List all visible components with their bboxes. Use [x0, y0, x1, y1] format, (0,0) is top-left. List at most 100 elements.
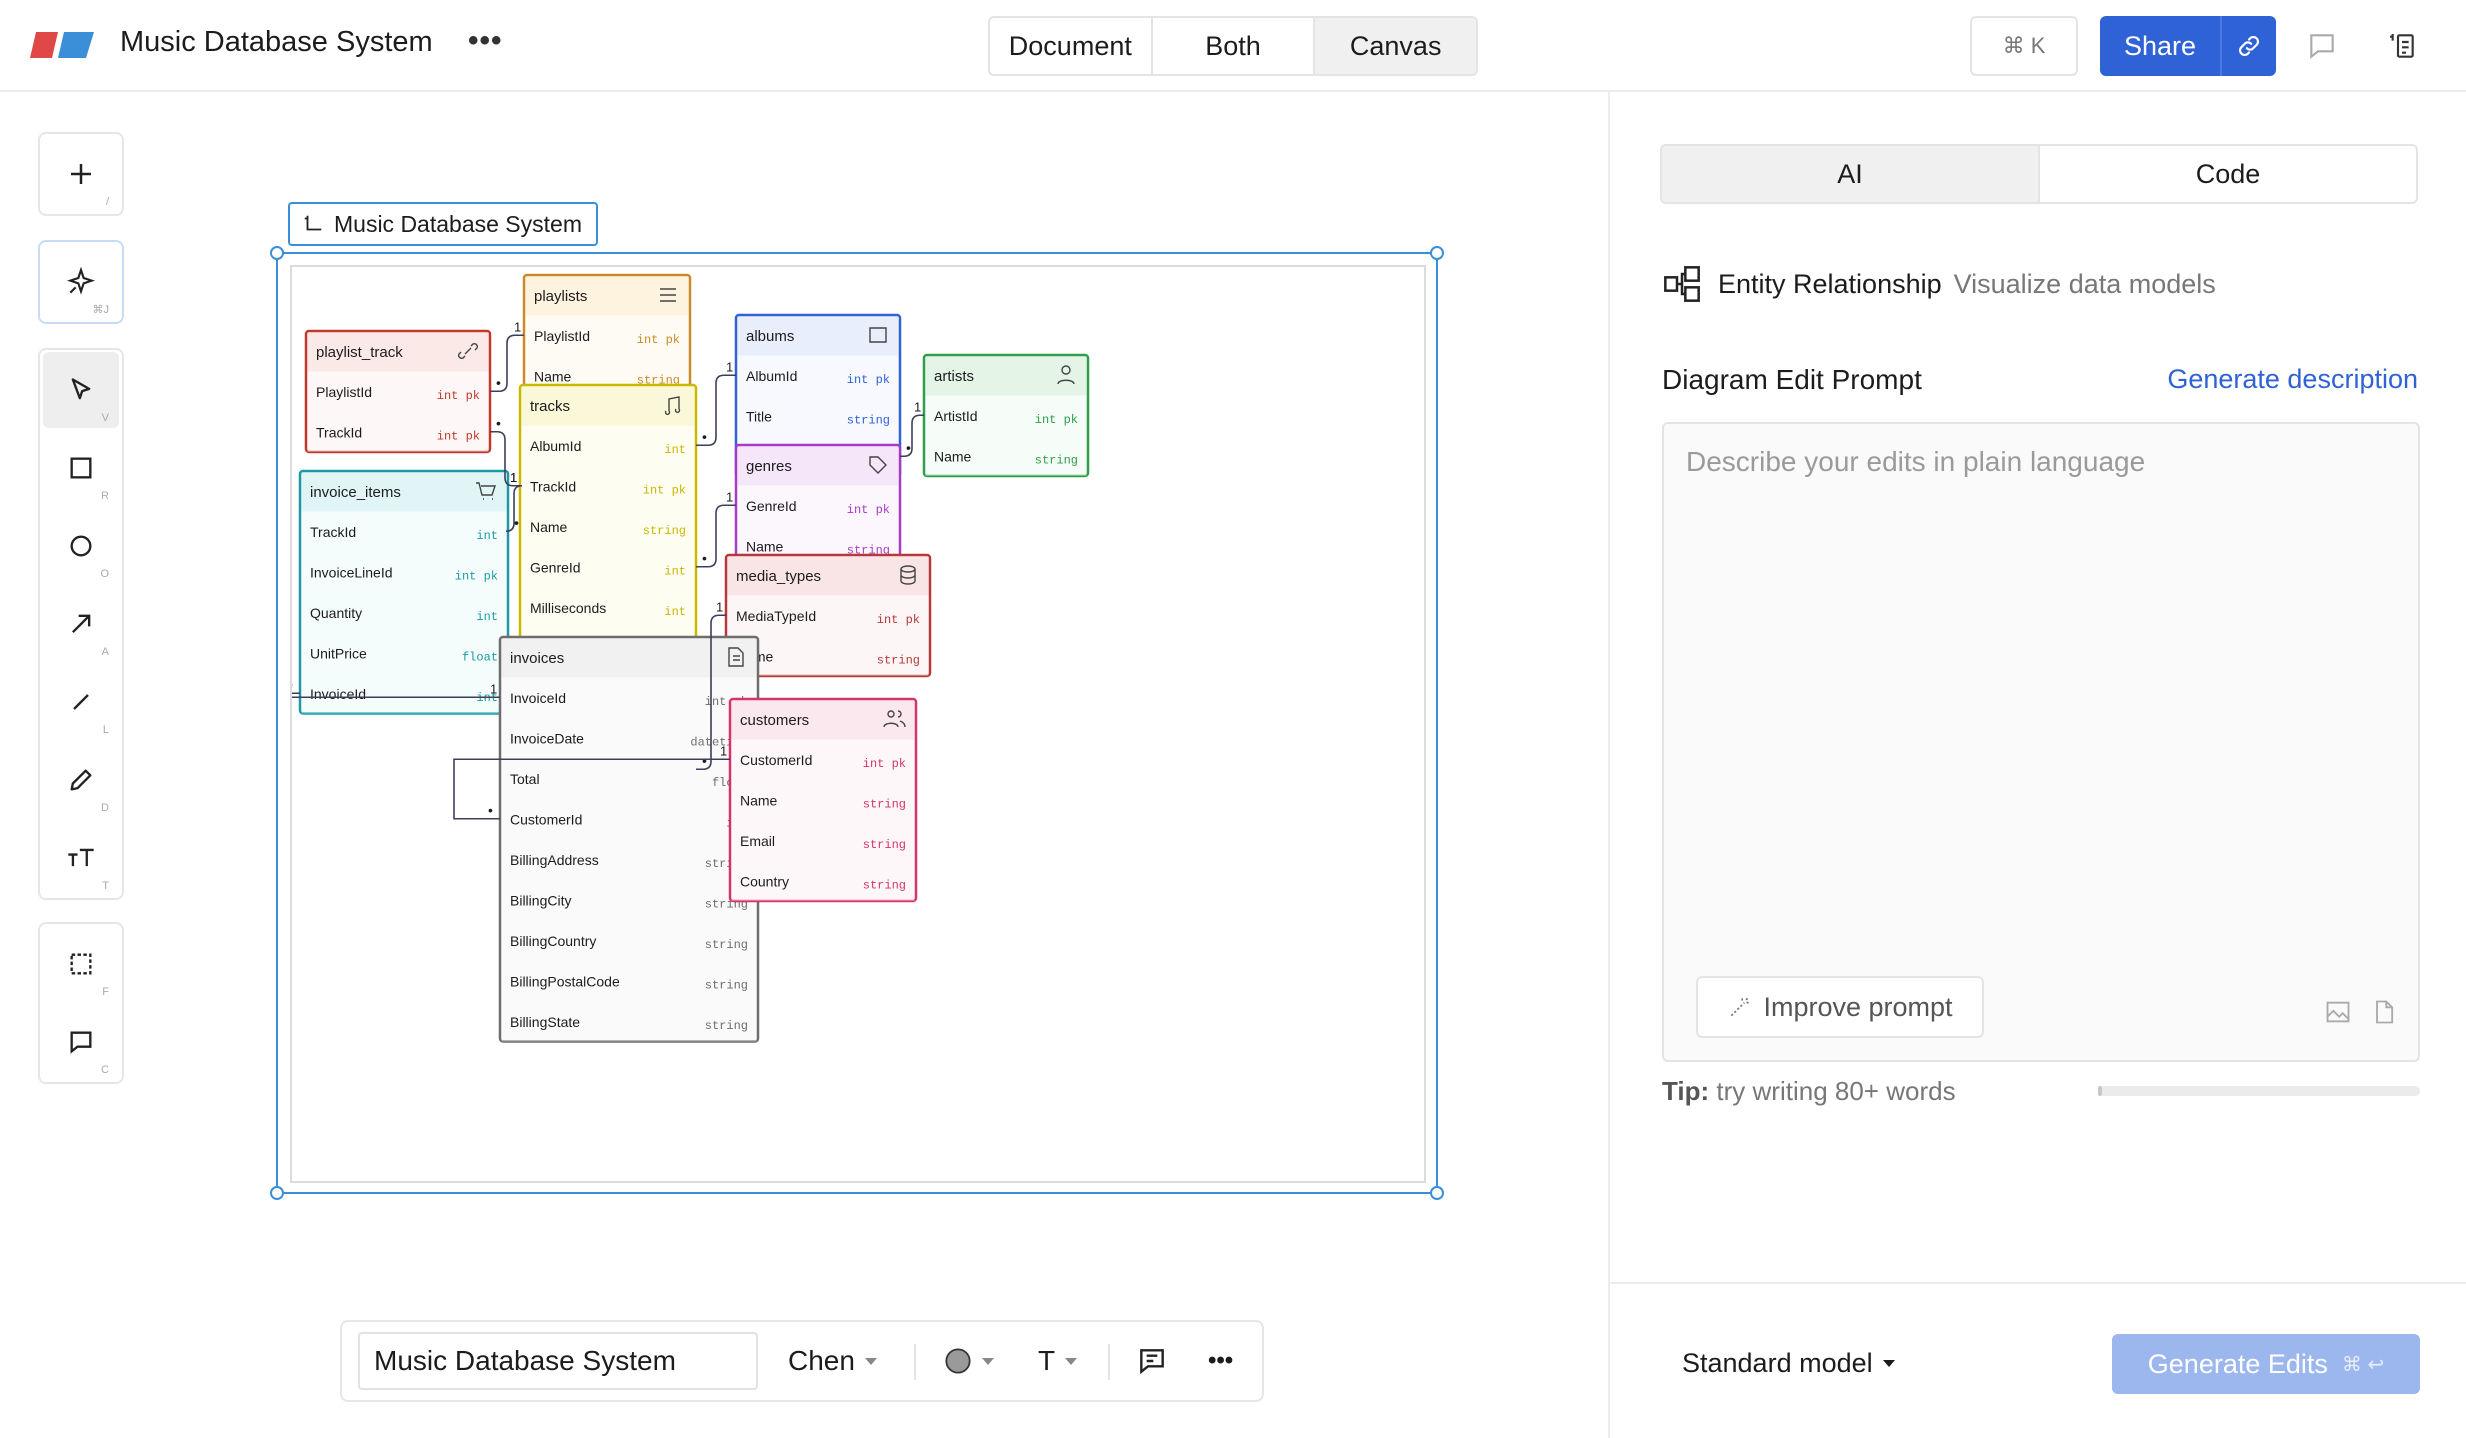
command-palette-button[interactable]: ⌘ K — [1970, 16, 2078, 76]
more-icon[interactable]: ••• — [1208, 1347, 1234, 1374]
ellipse-tool[interactable]: O — [43, 508, 119, 584]
field-name: BillingState — [510, 1014, 580, 1030]
generate-edits-button[interactable]: Generate Edits ⌘ ↩ — [2112, 1334, 2420, 1394]
chevron-down-icon — [982, 1357, 994, 1365]
comment-tool[interactable]: C — [43, 1004, 119, 1080]
share-button[interactable]: Share — [2100, 16, 2276, 76]
prompt-heading: Diagram Edit Prompt — [1662, 364, 1922, 395]
field-row — [521, 506, 695, 547]
table-name: artists — [934, 368, 974, 385]
field-name: BillingCity — [510, 893, 571, 909]
cardinality-one: 1 — [726, 489, 733, 504]
ai-button[interactable]: ⌘J — [43, 244, 119, 320]
field-row — [501, 960, 757, 1001]
field-name: InvoiceId — [310, 686, 366, 702]
relation-line — [696, 614, 726, 771]
rectangle-tool[interactable]: R — [43, 430, 119, 506]
outline-icon[interactable] — [2380, 24, 2424, 68]
resize-handle-ne[interactable] — [1430, 246, 1444, 260]
cardinality-many: • — [906, 439, 911, 455]
select-tool[interactable]: V — [43, 352, 119, 428]
notation-label: Chen — [788, 1345, 855, 1376]
text-style-dropdown[interactable]: T — [1038, 1332, 1078, 1390]
table-header — [727, 556, 929, 596]
field-name: Email — [740, 833, 775, 849]
field-name: Name — [530, 519, 568, 535]
field-row — [501, 879, 757, 920]
generate-description-link[interactable]: Generate description — [2167, 364, 2418, 394]
cardinality-many: • — [702, 550, 707, 566]
tab-ai[interactable]: AI — [1662, 146, 2040, 202]
field-name: GenreId — [530, 560, 581, 576]
field-type: int — [664, 605, 686, 619]
field-name: CustomerId — [740, 752, 812, 768]
prompt-placeholder: Describe your edits in plain language — [1686, 446, 2146, 477]
app-logo[interactable] — [28, 30, 96, 60]
field-row — [501, 798, 757, 839]
diagram-type-selector[interactable]: Entity Relationship Visualize data model… — [1662, 264, 2216, 304]
frame-selection[interactable] — [270, 246, 1444, 1200]
tab-document[interactable]: Document — [990, 18, 1153, 74]
field-name: GenreId — [746, 498, 797, 514]
comment-button[interactable] — [1136, 1332, 1168, 1390]
arrow-tool[interactable]: A — [43, 586, 119, 662]
resize-handle-sw[interactable] — [270, 1186, 284, 1200]
text-icon — [68, 848, 94, 867]
table-header — [307, 332, 489, 372]
field-name: AlbumId — [746, 368, 797, 384]
cardinality-one: 1 — [510, 470, 517, 485]
table-header — [737, 316, 899, 356]
field-type: int — [664, 565, 686, 579]
tab-both[interactable]: Both — [1153, 18, 1316, 74]
line-tool[interactable]: L — [43, 664, 119, 740]
more-icon[interactable]: ••• — [468, 24, 503, 57]
add-button[interactable]: / — [43, 136, 119, 212]
image-attach-icon[interactable] — [2324, 998, 2352, 1026]
field-type: int pk — [637, 333, 680, 347]
add-toolbox: / — [38, 132, 124, 216]
resize-handle-se[interactable] — [1430, 1186, 1444, 1200]
color-dropdown[interactable] — [944, 1332, 994, 1390]
draw-tool[interactable]: D — [43, 742, 119, 818]
improve-prompt-button[interactable]: Improve prompt — [1696, 976, 1984, 1038]
field-type: int pk — [437, 430, 480, 444]
notation-dropdown[interactable]: Chen — [788, 1332, 877, 1390]
text-tool[interactable]: T — [43, 820, 119, 896]
field-row — [301, 592, 507, 633]
table-header — [925, 356, 1087, 396]
share-label: Share — [2123, 30, 2197, 61]
prompt-textarea[interactable]: Describe your edits in plain language Im… — [1662, 422, 2420, 1062]
field-row — [301, 551, 507, 592]
file-attach-icon[interactable] — [2370, 998, 2398, 1026]
diagram-title-input[interactable]: Music Database System — [358, 1332, 758, 1390]
link-icon[interactable] — [2222, 33, 2276, 59]
tab-canvas[interactable]: Canvas — [1315, 18, 1476, 74]
cardinality-many: • — [488, 802, 493, 818]
comment-icon[interactable] — [2300, 24, 2344, 68]
document-title[interactable]: Music Database System — [120, 26, 433, 58]
field-type: int pk — [643, 484, 686, 498]
tab-code[interactable]: Code — [2195, 158, 2261, 189]
resize-handle-nw[interactable] — [270, 246, 284, 260]
frame-label[interactable]: Music Database System — [288, 202, 598, 246]
field-row — [731, 860, 915, 901]
pencil-icon — [70, 769, 92, 791]
frame-tool[interactable]: F — [43, 926, 119, 1002]
field-name: Name — [740, 793, 778, 809]
field-row — [301, 632, 507, 673]
model-dropdown[interactable]: Standard model — [1682, 1348, 1895, 1379]
drawing-toolbox: V R O A L D T — [38, 348, 124, 900]
magic-wand-icon — [1731, 997, 1751, 1017]
frame-toolbox: F C — [38, 922, 124, 1084]
cardinality-one: 1 — [720, 743, 727, 758]
